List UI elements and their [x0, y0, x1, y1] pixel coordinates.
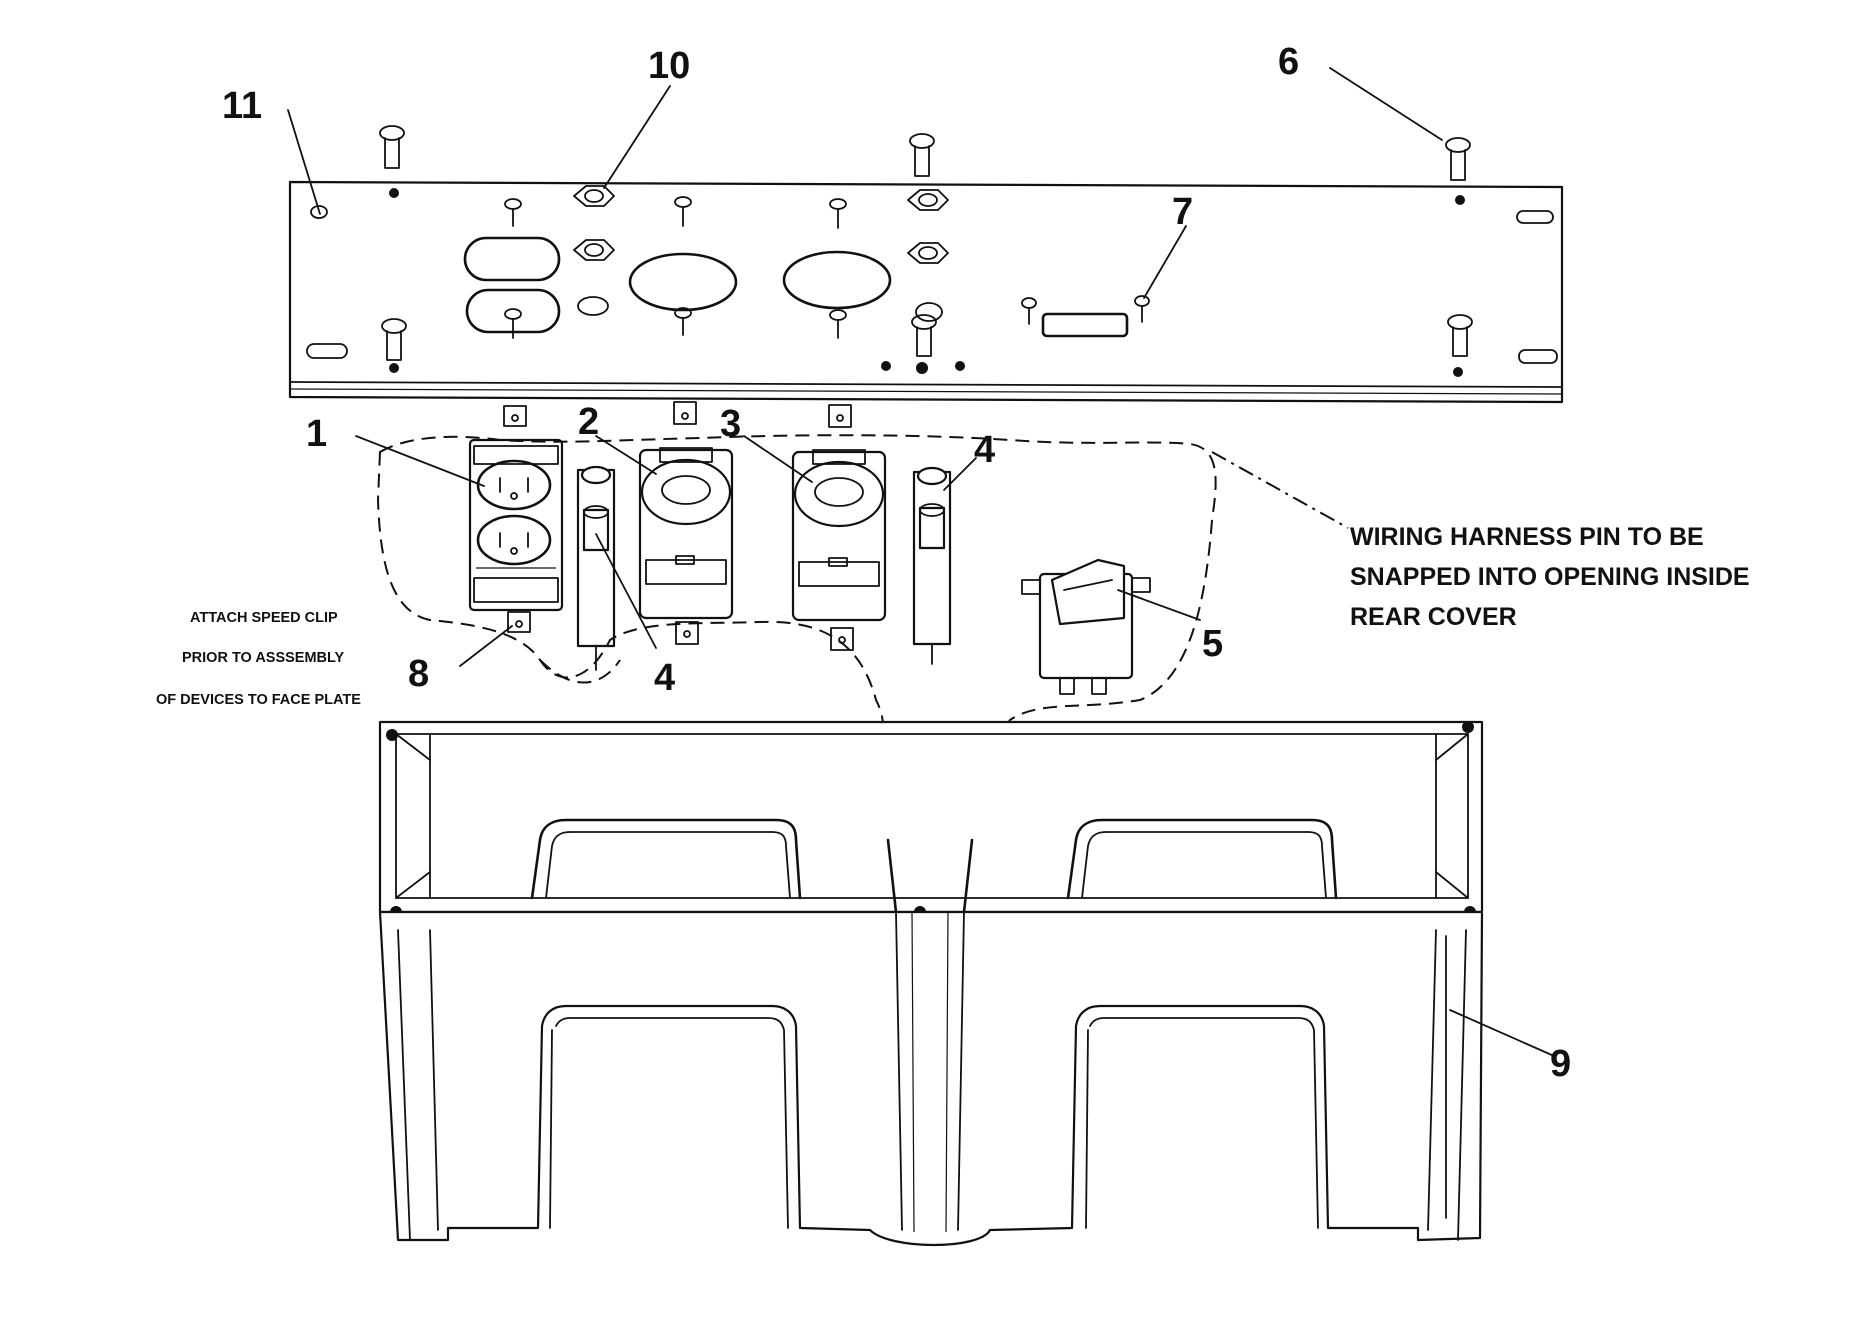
harness-note-line-1: WIRING HARNESS PIN TO BE: [1350, 523, 1704, 551]
callout-2: 2: [578, 401, 599, 443]
face-plate: [288, 180, 1564, 404]
callout-3: 3: [720, 403, 741, 445]
callout-9: 9: [1550, 1043, 1571, 1085]
harness-note: WIRING HARNESS PIN TO BE SNAPPED INTO OP…: [1350, 523, 1750, 631]
harness-note-line-3: REAR COVER: [1350, 603, 1517, 631]
rocker-switch: [1021, 558, 1151, 695]
harness-note-leader: [1211, 451, 1349, 529]
harness-note-line-2: SNAPPED INTO OPENING INSIDE: [1350, 563, 1750, 591]
indicator-light-left: [576, 465, 616, 671]
callout-5: 5: [1202, 623, 1223, 665]
speed-clips: [503, 401, 854, 651]
callout-1: 1: [306, 413, 327, 455]
speed-clip-note: ATTACH SPEED CLIP PRIOR TO ASSSEMBLY OF …: [156, 610, 361, 708]
twist-lock-receptacle-3: [791, 449, 887, 622]
indicator-light-right: [912, 466, 952, 665]
twist-lock-receptacle-2: [638, 447, 734, 620]
rear-cover: [378, 720, 1484, 1247]
speed-clip-note-line-2: PRIOR TO ASSSEMBLY: [182, 650, 345, 666]
callout-4-right: 4: [974, 429, 995, 471]
mounting-screws: [379, 125, 1473, 361]
harness-outline-branch: [539, 659, 621, 684]
callout-8: 8: [408, 653, 429, 695]
callout-11: 11: [222, 85, 262, 127]
speed-clip-note-line-3: OF DEVICES TO FACE PLATE: [156, 692, 361, 708]
callout-4-left: 4: [654, 657, 675, 699]
leader-lines: [287, 67, 1555, 1057]
speed-clip-note-line-1: ATTACH SPEED CLIP: [190, 610, 338, 626]
callout-10: 10: [648, 45, 690, 87]
callout-6: 6: [1278, 41, 1299, 83]
callout-7: 7: [1172, 191, 1193, 233]
duplex-receptacle: [468, 438, 564, 612]
